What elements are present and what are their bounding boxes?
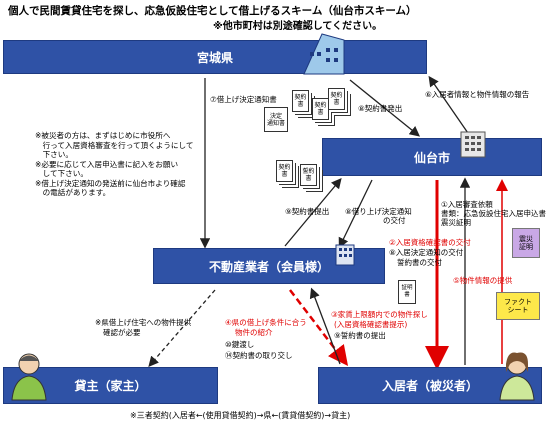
label-introduction-2: 物件の紹介 (235, 328, 273, 337)
label-decision-notice: ⑦借上げ決定通知書 (210, 95, 277, 104)
small-building-icon (335, 244, 355, 266)
label-contract-dispatch: ⑧契約書発出 (358, 104, 403, 113)
label-request-2: 書類：応急仮設住宅入居申込書 (441, 209, 546, 218)
kanushi-label: 貸主（家主） (74, 379, 147, 393)
label-pledge-submit: ⑨誓約書の提出 (334, 331, 386, 340)
label-notice-delivery-2: の交付 (383, 216, 406, 225)
label-search-2: (入居資格確認書提示) (334, 320, 408, 329)
note-line: ※被災者の方は、まずはじめに市役所へ (35, 131, 171, 140)
doc-text: 契約書 (330, 92, 343, 106)
certificate-doc: 証明書 (398, 280, 416, 304)
tag-text: シート (507, 306, 529, 314)
nyukyo-label: 入居者（被災者） (381, 379, 478, 393)
disaster-certificate-tag: 震災証明 (512, 228, 540, 258)
decision-notice-doc: 決定通知書 (264, 107, 288, 132)
footer-note: ※三者契約(入居者←(使用貸借契約)→県←(賃貸借契約)→貸主) (130, 411, 351, 420)
contract-doc-stack-3: 契約書 (328, 88, 345, 110)
label-introduction-1: ④県の借上げ条件に合う (225, 318, 307, 327)
resident-person-icon (499, 352, 535, 401)
label-report: ⑥入居者情報と物件情報の報告 (425, 90, 530, 99)
doc-text: 通知書 (266, 119, 285, 127)
tag-text: ファクト (504, 298, 532, 306)
pledge-doc-stack: 誓約書 (300, 164, 317, 186)
page-title: 個人で民間賃貸住宅を探し、応急仮設住宅として借上げるスキーム（仙台市スキーム） (8, 5, 417, 17)
arrow-contract-dispatch (349, 79, 421, 137)
note-line: 行って入居資格審査を行って頂くようにして (35, 140, 194, 150)
arrow-notice-delivery (338, 179, 373, 249)
notes-block: ※被災者の方は、まずはじめに市役所へ 行って入居資格審査を行って頂くようにして … (35, 131, 193, 198)
label-property-info: ⑤物件情報の提供 (453, 276, 513, 285)
note-line: 下さい。 (35, 150, 73, 159)
label-provide-2: 確認が必要 (103, 328, 141, 337)
note-line: の電話があります。 (35, 188, 111, 197)
fact-sheet-tag: ファクトシート (496, 292, 540, 320)
fudosan-label: 不動産業者（会員様） (208, 259, 329, 274)
label-notice-delivery-1: ⑧借り上げ決定通知 (345, 207, 412, 216)
doc-text: 契約書 (294, 94, 307, 108)
label-request-3: 震災証明 (441, 218, 471, 227)
doc-text: 決定 (269, 112, 282, 120)
page-subtitle: ※他市町村は別途確認してください。 (213, 21, 383, 32)
arrow-search (309, 287, 341, 365)
label-contract-submit: ⑨契約書提出 (285, 207, 330, 216)
office-building-icon (460, 131, 486, 158)
tag-text: 震災 (519, 235, 533, 243)
note-line: して下さい。 (35, 169, 88, 178)
building-icon (303, 33, 345, 75)
miyagi-box: 宮城県 (3, 40, 427, 74)
arrow-report (428, 75, 471, 137)
arrow-contract-submit (284, 178, 342, 247)
doc-text: 契約書 (314, 102, 327, 116)
label-provide-1: ※県借上げ住宅への物件提供 (95, 318, 192, 327)
label-qualification-3: 誓約書の交付 (397, 258, 442, 267)
sendai-label: 仙台市 (413, 150, 450, 165)
doc-text: 契約書 (278, 164, 291, 178)
label-qualification-1: ②入居資格確認書の交付 (389, 238, 471, 247)
tag-text: 証明 (519, 243, 533, 251)
contract-doc-stack-4: 契約書 (276, 160, 293, 182)
miyagi-label: 宮城県 (196, 50, 233, 65)
landlord-person-icon (11, 353, 47, 401)
label-key-handover: ⑩鍵渡し (225, 340, 255, 349)
doc-text: 証明書 (401, 285, 413, 298)
label-qualification-2: ⑧入居決定通知の交付 (389, 248, 464, 257)
label-request-1: ①入居審査依頼 (441, 200, 493, 209)
arrow-provide (148, 289, 216, 367)
contract-doc-stack-1: 契約書 (292, 90, 309, 112)
note-line: ※借上げ決定通知の発送前に仙台市より確認 (35, 178, 186, 188)
doc-text: 誓約書 (302, 168, 315, 182)
contract-doc-stack-2: 契約書 (312, 98, 329, 120)
sendai-box: 仙台市 (322, 138, 542, 176)
label-contract-exchange: ⑭契約書の取り交し (225, 351, 293, 360)
label-search-1: ③家賃上限額内での物件探し (331, 310, 428, 319)
arrow-introduction (289, 289, 349, 366)
note-line: ※必要に応じて入居申込書に記入をお願い (35, 159, 179, 169)
